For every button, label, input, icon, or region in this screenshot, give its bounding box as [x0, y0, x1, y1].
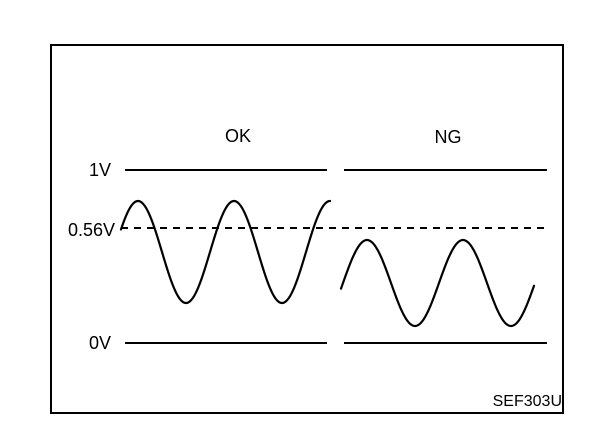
ok-label: OK: [225, 126, 251, 146]
ok-waveform: [119, 199, 332, 305]
ng-waveform: [339, 238, 536, 328]
voltage-label-1v: 1V: [89, 160, 111, 180]
voltage-label-0-56v: 0.56V: [68, 220, 115, 240]
voltage-label-0v: 0V: [89, 333, 111, 353]
diagram-frame: [50, 44, 564, 414]
ng-label: NG: [435, 127, 462, 147]
figure-id-label: SEF303U: [493, 393, 562, 410]
